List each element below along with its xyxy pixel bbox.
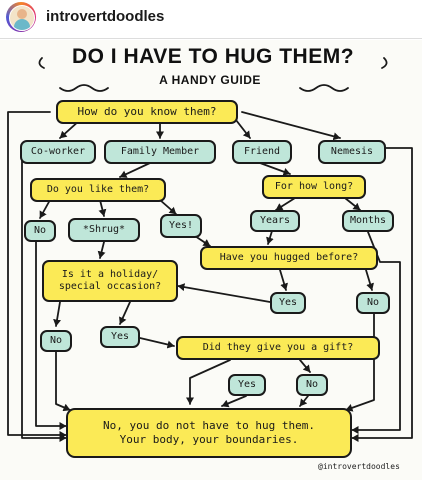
- node-coworker-label: Co-worker: [30, 145, 86, 157]
- arrow-nemesis-to-final: [351, 147, 413, 442]
- node-no-like-label: No: [33, 224, 47, 236]
- node-years: Years: [250, 210, 300, 232]
- arrow-hugged-to-yes: [279, 269, 288, 291]
- flowchart-subtitle: A HANDY GUIDE: [159, 73, 261, 87]
- avatar-head-shape: [17, 9, 27, 19]
- arrow-yeshug-to-holiday: [177, 283, 271, 303]
- arrow-gift-to-no: [299, 359, 311, 373]
- node-no-hugged-label: No: [366, 296, 380, 308]
- arrow-to-friend: [235, 119, 251, 139]
- node-no-gift: No: [296, 374, 328, 396]
- node-family: Family Member: [104, 140, 216, 164]
- node-holiday-line2: special occasion?: [58, 281, 162, 292]
- arrow-yesgift-to-final: [221, 395, 247, 408]
- node-final-line2: Your body, your boundaries.: [119, 433, 299, 446]
- arrow-howlong-to-years: [275, 197, 296, 211]
- node-like-them: Do you like them?: [30, 178, 166, 202]
- node-years-label: Years: [259, 214, 291, 226]
- node-gift: Did they give you a gift?: [176, 336, 380, 360]
- subtitle-wave-right: [299, 84, 349, 92]
- node-yes-hugged-label: Yes: [278, 296, 298, 308]
- node-no-gift-label: No: [305, 378, 319, 390]
- node-how-long-label: For how long?: [274, 180, 354, 192]
- node-like-them-label: Do you like them?: [46, 183, 150, 195]
- header-divider: [0, 38, 422, 39]
- arrow-gift-to-yes: [186, 359, 231, 405]
- arrow-nolike-to-final: [35, 240, 67, 430]
- node-no-holiday: No: [40, 330, 72, 352]
- arrow-nogift-to-final: [299, 395, 309, 407]
- node-yes-gift-label: Yes: [237, 378, 257, 390]
- node-how-long: For how long?: [262, 175, 366, 199]
- arrow-holiday-to-no: [53, 301, 62, 327]
- node-friend-label: Friend: [243, 145, 281, 157]
- node-nemesis-label: Nemesis: [330, 145, 374, 157]
- node-nemesis: Nemesis: [318, 140, 386, 164]
- artist-credit: @introvertdoodles: [318, 462, 400, 471]
- avatar-body-shape: [14, 19, 30, 30]
- arrow-nohug-to-final: [345, 311, 375, 412]
- node-yes-gift: Yes: [228, 374, 266, 396]
- node-no-like: No: [24, 220, 56, 242]
- arrow-years-to-hugged: [266, 230, 274, 245]
- node-no-hugged: No: [356, 292, 390, 314]
- arrow-like-to-shrug: [98, 199, 107, 217]
- node-holiday: Is it a holiday/ special occasion?: [42, 260, 178, 302]
- arrow-friend-to-howlong: [259, 162, 291, 176]
- node-friend: Friend: [232, 140, 292, 164]
- arrow-like-to-no: [39, 199, 51, 219]
- post-username[interactable]: introvertdoodles: [46, 8, 165, 25]
- node-no-holiday-label: No: [49, 334, 63, 346]
- node-months: Months: [342, 210, 394, 232]
- avatar-image: [9, 5, 35, 31]
- arrow-to-nemesis: [241, 111, 341, 141]
- title-squiggle-left: [38, 57, 45, 69]
- arrow-yesholiday-to-gift: [139, 337, 175, 349]
- arrow-coworker-to-final: [21, 147, 67, 442]
- node-yes-holiday: Yes: [100, 326, 140, 348]
- node-how-know: How do you know them?: [56, 100, 238, 124]
- post-header: introvertdoodles: [0, 0, 422, 38]
- node-final-line1: No, you do not have to hug them.: [103, 419, 315, 433]
- node-coworker: Co-worker: [20, 140, 96, 164]
- node-shrug-label: *Shrug*: [82, 223, 126, 235]
- arrow-family-to-like: [119, 162, 151, 178]
- subtitle-wave-left: [59, 84, 109, 92]
- node-holiday-line1: Is it a holiday/: [61, 268, 159, 280]
- arrow-holiday-to-yes: [119, 301, 131, 325]
- arrow-howlong-to-months: [344, 197, 361, 211]
- node-yes-like: Yes!: [160, 214, 202, 238]
- node-shrug: *Shrug*: [68, 218, 140, 242]
- node-family-label: Family Member: [120, 145, 200, 157]
- arrow-shrug-to-holiday: [97, 241, 106, 259]
- arrow-hugged-to-no: [365, 269, 374, 291]
- node-hugged-before-label: Have you hugged before?: [219, 251, 359, 263]
- node-months-label: Months: [349, 214, 387, 226]
- node-yes-holiday-label: Yes: [110, 330, 130, 342]
- arrow-left-side: [7, 111, 67, 439]
- node-yes-like-label: Yes!: [168, 219, 194, 231]
- node-how-know-label: How do you know them?: [77, 105, 217, 119]
- node-hugged-before: Have you hugged before?: [200, 246, 378, 270]
- flowchart-title: DO I HAVE TO HUG THEM?: [71, 45, 355, 68]
- node-yes-hugged: Yes: [270, 292, 306, 314]
- title-squiggle-right: [381, 57, 388, 69]
- avatar-icon[interactable]: [6, 2, 36, 32]
- arrow-noholiday-to-final: [55, 351, 71, 412]
- node-gift-label: Did they give you a gift?: [202, 341, 354, 353]
- arrow-like-to-yes: [159, 199, 177, 215]
- node-final-answer: No, you do not have to hug them. Your bo…: [66, 408, 352, 458]
